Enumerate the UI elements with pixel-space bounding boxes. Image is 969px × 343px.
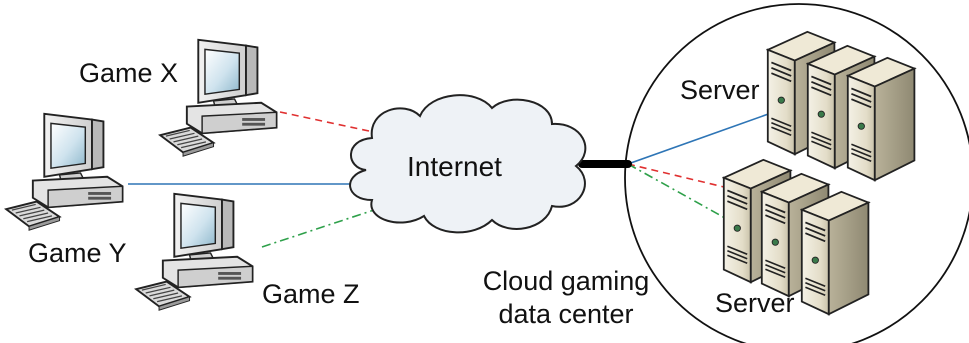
game-y-label: Game Y (28, 238, 127, 268)
link-dc-server-top (627, 111, 775, 165)
game-y-computer-icon (5, 112, 124, 232)
data-center-boundary (624, 3, 969, 343)
server-bottom-label: Server (715, 288, 795, 318)
link-dc-server-bottom-red (627, 163, 725, 188)
server-top-label: Server (680, 75, 760, 105)
link-dc-server-bottom-green (627, 163, 726, 219)
cloud-icon (349, 94, 587, 234)
game-z-label: Game Z (262, 279, 360, 309)
server-bottom-3-icon (800, 190, 870, 316)
game-x-label: Game X (79, 58, 179, 88)
link-game-z (261, 207, 381, 248)
data-center-label-line1: Cloud gaming (482, 266, 650, 296)
game-z-computer-icon (135, 192, 254, 312)
data-center-label-line2: data center (498, 298, 634, 329)
data-center-label: Cloud gaming data center (470, 265, 662, 331)
internet-label: Internet (407, 151, 502, 182)
server-top-3-icon (846, 56, 916, 182)
